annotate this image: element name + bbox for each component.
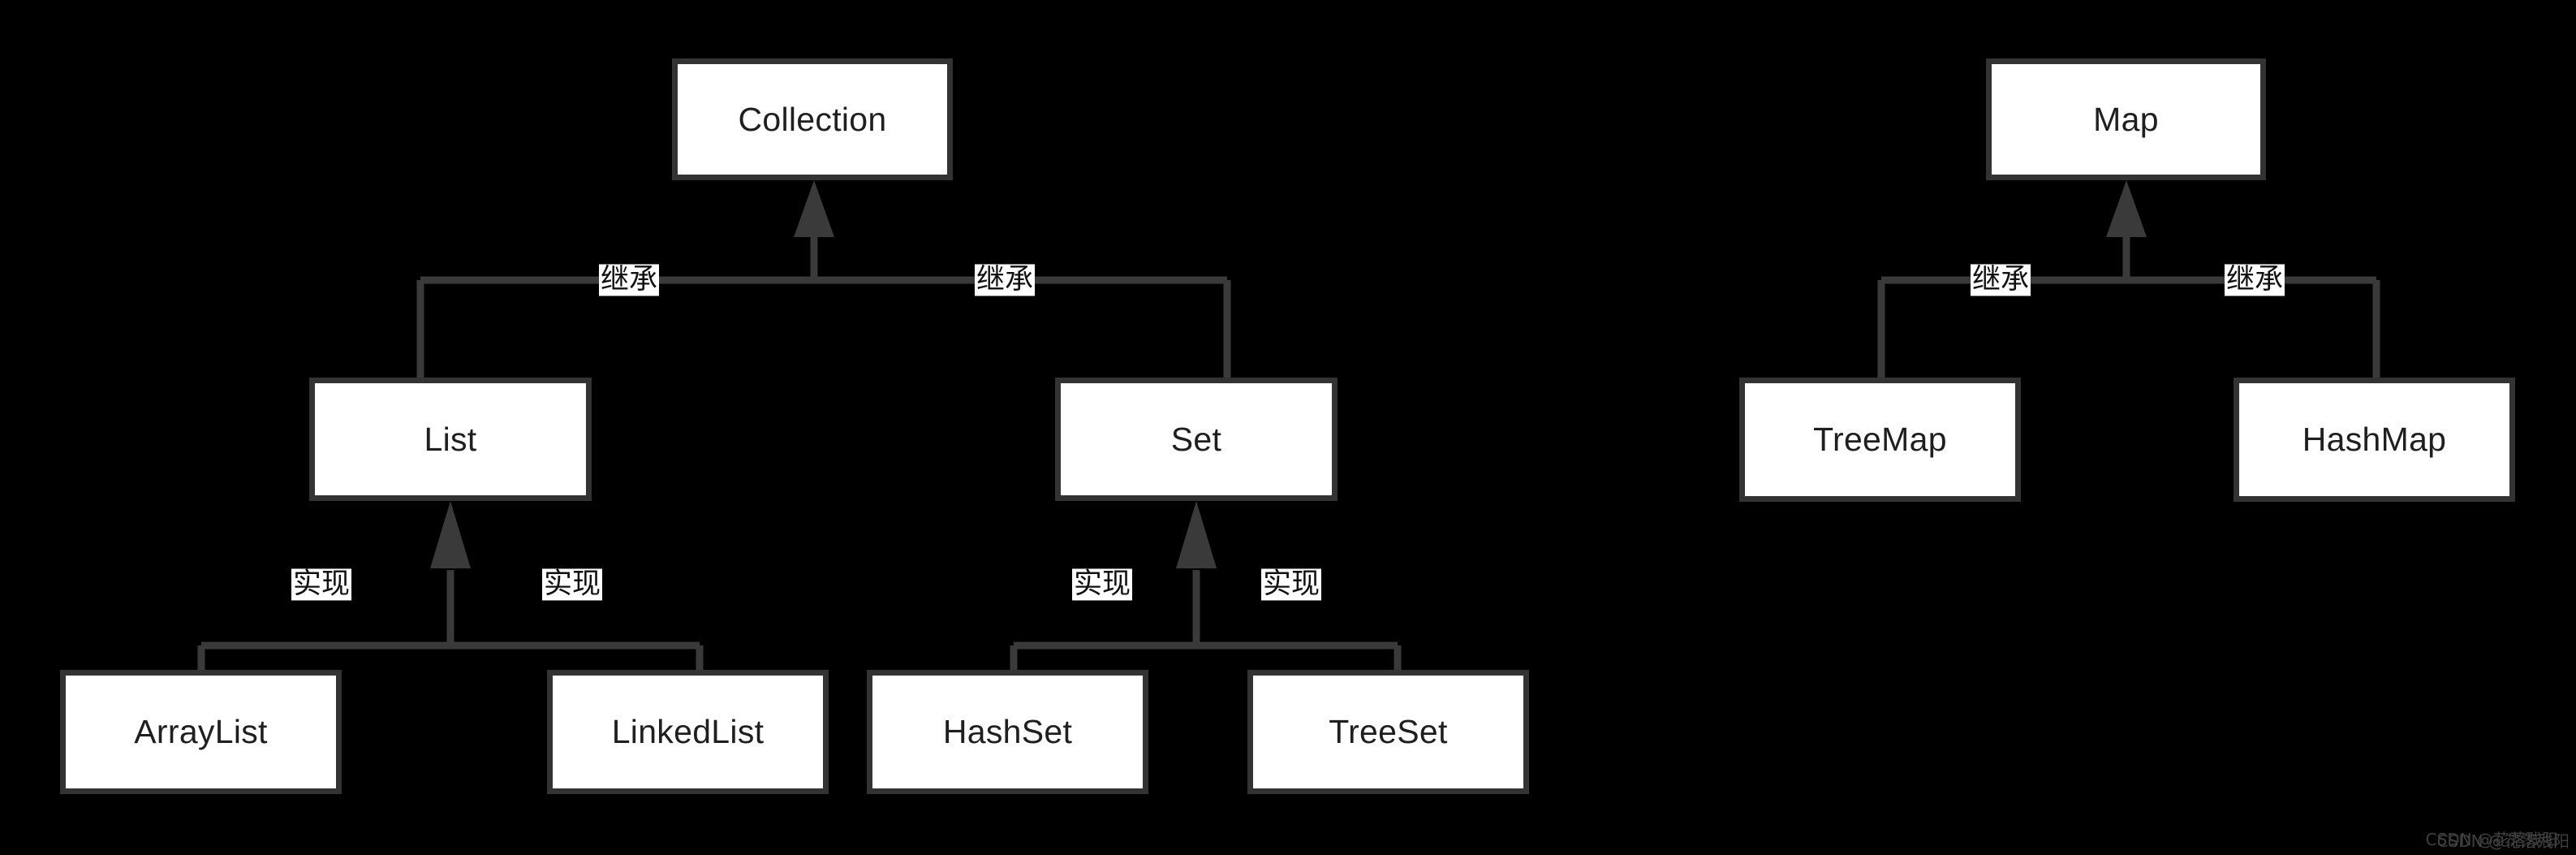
- edge-list-children: [197, 501, 704, 670]
- node-collection[interactable]: Collection: [672, 58, 953, 180]
- edge-label-treeset-implements-set: 实现: [1260, 568, 1322, 601]
- arrow-head-set: [1176, 501, 1217, 568]
- edge-collection-children: [416, 180, 1231, 378]
- watermark-line-2: CSDN @花落残阳: [2425, 830, 2558, 849]
- node-label: Set: [1170, 420, 1222, 458]
- edge-label-linkedlist-implements-list: 实现: [541, 568, 603, 601]
- node-label: List: [424, 420, 477, 458]
- node-label: Map: [2093, 100, 2159, 138]
- node-treemap[interactable]: TreeMap: [1739, 378, 2021, 502]
- node-label: TreeSet: [1329, 713, 1448, 750]
- arrow-head-map: [2106, 180, 2147, 237]
- node-label: LinkedList: [611, 713, 765, 750]
- node-label: ArrayList: [134, 713, 268, 750]
- edge-set-children: [1010, 501, 1402, 670]
- node-linkedlist[interactable]: LinkedList: [547, 670, 829, 794]
- edge-label-hashmap-extends-map: 继承: [2224, 263, 2285, 296]
- node-label: HashSet: [942, 713, 1073, 750]
- edge-label-arraylist-implements-list: 实现: [291, 568, 352, 601]
- node-map[interactable]: Map: [1986, 58, 2266, 180]
- node-label: TreeMap: [1813, 421, 1947, 458]
- node-label: Collection: [738, 100, 887, 138]
- watermark-line-1: CSDN @花落残阳: [2436, 831, 2570, 851]
- node-label: HashMap: [2302, 421, 2447, 458]
- node-arraylist[interactable]: ArrayList: [60, 670, 342, 794]
- watermark: CSDN @花落残阳 CSDN @花落残阳: [2426, 828, 2570, 852]
- node-hashmap[interactable]: HashMap: [2234, 378, 2515, 502]
- node-list[interactable]: List: [309, 378, 592, 501]
- node-set[interactable]: Set: [1055, 378, 1338, 501]
- arrow-head-collection: [794, 180, 834, 237]
- node-treeset[interactable]: TreeSet: [1247, 670, 1529, 794]
- edge-map-children: [1877, 180, 2380, 378]
- edge-label-treemap-extends-map: 继承: [1970, 263, 2031, 296]
- edge-label-hashset-implements-set: 实现: [1071, 568, 1133, 601]
- arrow-head-list: [430, 501, 471, 568]
- edge-label-set-extends-collection: 继承: [974, 263, 1036, 296]
- edge-label-list-extends-collection: 继承: [598, 263, 660, 296]
- node-hashset[interactable]: HashSet: [867, 670, 1148, 794]
